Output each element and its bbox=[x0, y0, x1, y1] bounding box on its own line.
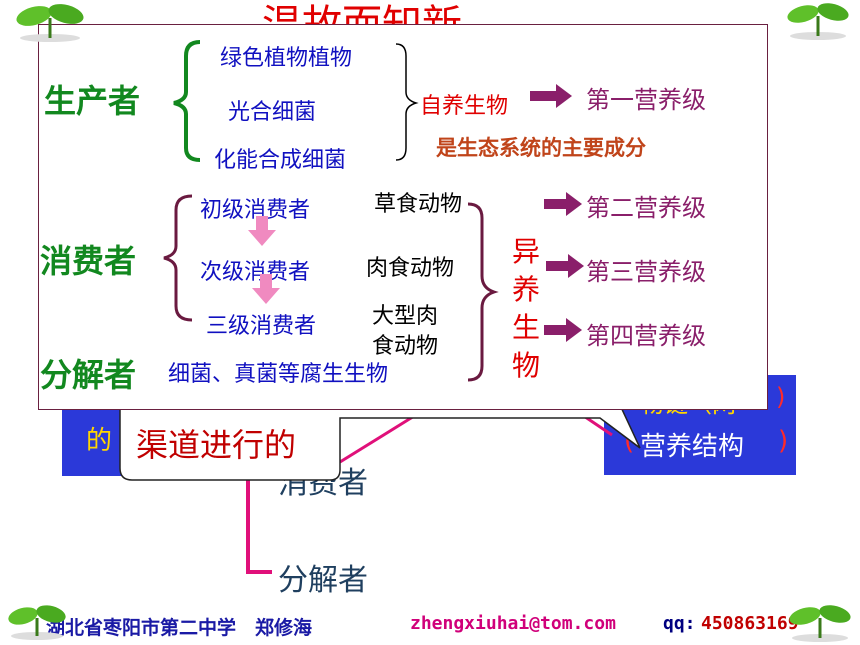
level-fourth: 第四营养级 bbox=[586, 322, 706, 350]
producers-type: 自养生物 bbox=[420, 94, 509, 119]
right-box-paren-open: ( bbox=[624, 426, 635, 456]
level-third: 第三营养级 bbox=[586, 258, 706, 286]
consumer-tertiary: 三级消费者 bbox=[206, 314, 317, 339]
diet-large-carnivore-line1: 大型肉 bbox=[372, 304, 439, 329]
arrow-right-icon bbox=[544, 192, 582, 216]
producer-item-chemosynthetic-bacteria: 化能合成细菌 bbox=[214, 148, 347, 173]
consumers-label: 消费者 bbox=[40, 242, 137, 280]
down-arrow-icon bbox=[248, 216, 276, 246]
producer-item-green-plants: 绿色植物植物 bbox=[220, 46, 353, 71]
heterotroph-char-1: 异 bbox=[512, 235, 541, 268]
tree-decomposer-label: 分解者 bbox=[278, 563, 368, 598]
right-box-text-line2: 营养结构 bbox=[640, 432, 745, 462]
producers-note: 是生态系统的主要成分 bbox=[436, 136, 646, 160]
diet-large-carnivore-line2: 食动物 bbox=[372, 334, 439, 359]
sprout-icon bbox=[8, 605, 66, 640]
right-box-paren-close: ) bbox=[778, 426, 789, 456]
main-panel bbox=[38, 24, 768, 410]
arrow-right-icon bbox=[544, 318, 582, 342]
heterotroph-char-2: 养 bbox=[512, 273, 541, 306]
producer-item-photosynthetic-bacteria: 光合细菌 bbox=[228, 100, 317, 125]
arrow-right-icon bbox=[530, 84, 572, 108]
level-first: 第一营养级 bbox=[586, 86, 706, 114]
decomposers-desc: 细菌、真菌等腐生生物 bbox=[168, 362, 389, 387]
footer-qq: 450863169 bbox=[701, 613, 799, 634]
down-arrow-icon bbox=[252, 274, 280, 304]
consumer-secondary: 次级消费者 bbox=[200, 260, 311, 285]
heterotroph-char-4: 物 bbox=[512, 349, 541, 382]
footer-author: 湖北省枣阳市第二中学 郑修海 bbox=[46, 617, 313, 639]
sprout-icon bbox=[789, 605, 851, 642]
arrow-right-icon bbox=[546, 254, 584, 278]
level-second: 第二营养级 bbox=[586, 194, 706, 222]
right-box-paren: ) bbox=[776, 383, 786, 411]
decomposers-label: 分解者 bbox=[40, 356, 137, 394]
left-box-text: 的 bbox=[86, 426, 113, 456]
diet-carnivore: 肉食动物 bbox=[366, 256, 455, 281]
tree-branch-decomposer bbox=[246, 470, 272, 574]
consumer-primary: 初级消费者 bbox=[200, 198, 311, 223]
producers-label: 生产者 bbox=[44, 82, 141, 120]
callout-text: 渠道进行的 bbox=[136, 426, 297, 464]
diet-herbivore: 草食动物 bbox=[374, 192, 463, 217]
footer-qq-label: qq: bbox=[663, 613, 696, 634]
sprout-icon bbox=[16, 4, 84, 42]
heterotroph-char-3: 生 bbox=[512, 311, 541, 344]
sprout-icon bbox=[787, 3, 849, 40]
footer-email: zhengxiuhai@tom.com bbox=[410, 613, 616, 634]
